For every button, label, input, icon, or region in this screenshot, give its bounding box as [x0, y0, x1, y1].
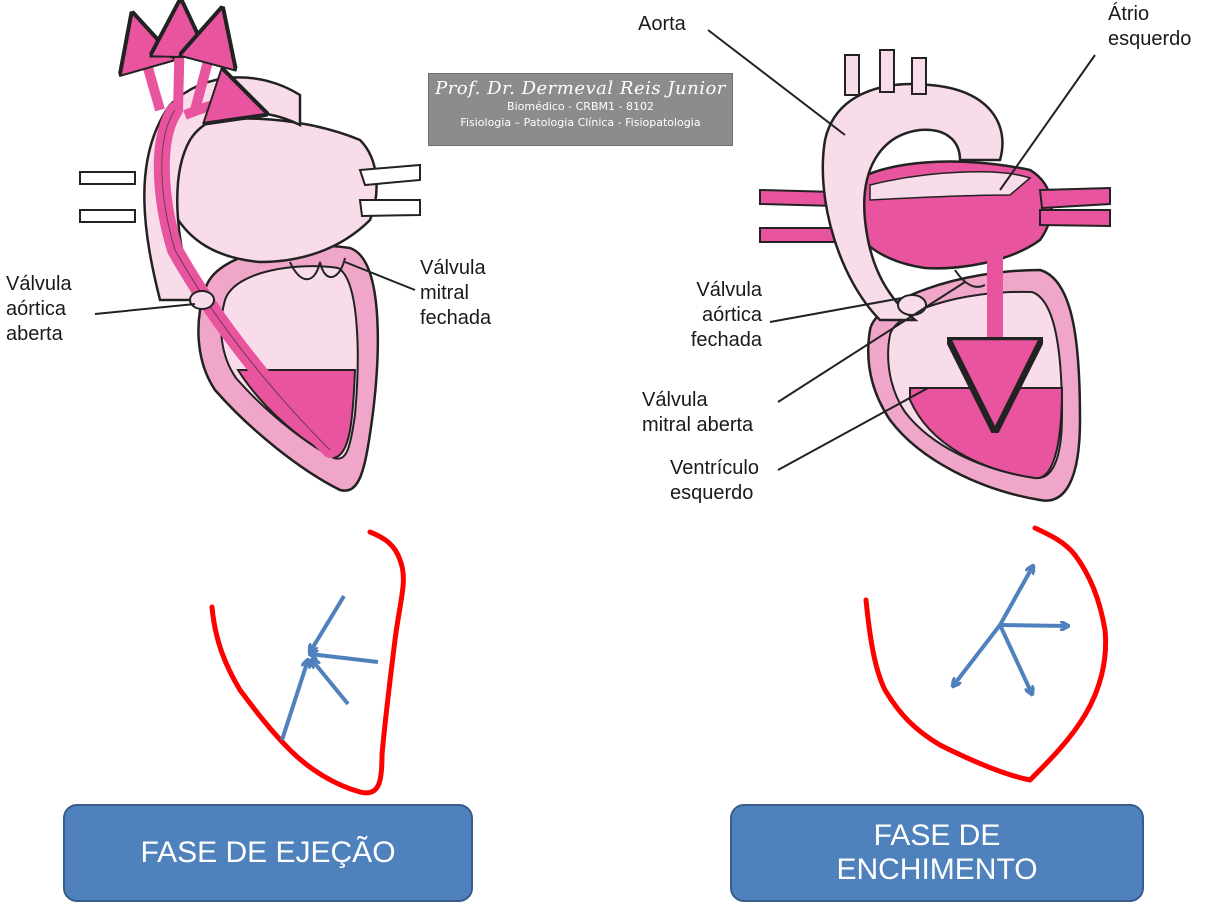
ejection-phase-label: FASE DE EJEÇÃO: [140, 836, 395, 870]
filling-phase-label-1: FASE DE: [874, 819, 1001, 853]
left-outlet-arrow-2: [178, 28, 180, 110]
label-right-aortic-valve: Válvula aórtica fechada: [672, 278, 762, 353]
filling-phase-button[interactable]: FASE DE ENCHIMENTO: [730, 804, 1144, 902]
ejection-vector-arrows-icon: [282, 596, 378, 740]
right-heart-filling: [708, 30, 1110, 501]
filling-sketch-curve: [866, 528, 1106, 780]
right-aortic-valve: [898, 295, 926, 315]
left-aortic-valve: [190, 291, 214, 309]
label-right-mitral-valve: Válvula mitral aberta: [642, 388, 753, 438]
watermark-line-2: Fisiologia – Patologia Clínica - Fisiopa…: [429, 115, 732, 131]
left-atrium: [164, 119, 377, 262]
left-outlet-arrow-1: [140, 40, 160, 110]
label-left-ventricle: Ventrículo esquerdo: [670, 456, 759, 506]
left-heart-ejection: [80, 28, 420, 491]
label-left-mitral-valve: Válvula mitral fechada: [420, 256, 491, 331]
filling-phase-label-2: ENCHIMENTO: [836, 853, 1037, 887]
label-aorta: Aorta: [638, 12, 686, 37]
right-aorta-branches: [845, 50, 926, 95]
watermark-line-1: Biomédico - CRBM1 - 8102: [429, 99, 732, 115]
ejection-phase-button[interactable]: FASE DE EJEÇÃO: [63, 804, 473, 902]
author-watermark: Prof. Dr. Dermeval Reis Junior Biomédico…: [428, 73, 733, 146]
label-left-aortic-valve: Válvula aórtica aberta: [6, 272, 72, 347]
label-left-atrium: Átrio esquerdo: [1108, 2, 1191, 52]
right-ventricle-blood: [910, 388, 1062, 478]
watermark-name: Prof. Dr. Dermeval Reis Junior: [429, 78, 732, 99]
filling-vector-arrows-icon: [953, 566, 1068, 694]
